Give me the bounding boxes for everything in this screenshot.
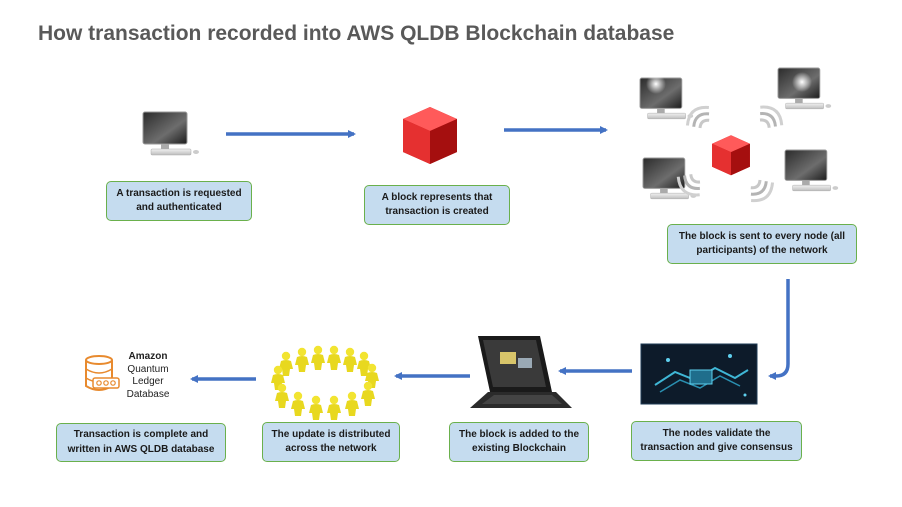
step-2-line1: A block represents that (381, 191, 493, 203)
step-1-line2: and authenticated (136, 202, 222, 213)
step-5-line1: The block is added to the (458, 428, 579, 440)
step-5-line2: existing Blockchain (472, 443, 566, 454)
step-3-line2: participants) of the network (696, 245, 828, 256)
step-1-line1: A transaction is requested (116, 187, 242, 199)
step-7-line2: written in AWS QLDB database (67, 443, 215, 455)
step-3-line1: The block is sent to every node (all (678, 230, 846, 242)
step-4-line2: transaction and give consensus (640, 442, 793, 453)
qldb-line3: Database (126, 388, 170, 400)
node-validation-icon (640, 343, 758, 405)
step-2-box: A block represents that transaction is cr… (364, 185, 510, 225)
step-7-box: Transaction is complete and written in AW… (56, 423, 226, 462)
step-7-line1: Transaction is complete and (73, 429, 209, 440)
qldb-database-icon (85, 355, 120, 391)
step-4-line1: The nodes validate the (662, 427, 771, 439)
computer-icon (142, 111, 200, 156)
flow-arrows (190, 126, 790, 383)
step-1-box: A transaction is requested and authentica… (106, 181, 252, 221)
page-title: How transaction recorded into AWS QLDB B… (38, 22, 675, 45)
red-cube-icon (403, 107, 457, 164)
qldb-logo-text: Amazon Quantum Ledger Database (120, 351, 176, 401)
people-circle-icon (271, 345, 379, 420)
network-nodes-icon (639, 67, 839, 208)
qldb-line1: Quantum (127, 363, 169, 375)
arrow-3-to-4 (768, 279, 790, 380)
step-3-box: The block is sent to every node (all part… (667, 224, 857, 264)
qldb-line2: Ledger (132, 376, 164, 387)
step-2-line2: transaction is created (385, 206, 489, 217)
step-5-box: The block is added to the existing Blockc… (449, 422, 589, 462)
step-6-line1: The update is distributed (271, 428, 391, 440)
laptop-blockchain-icon (470, 336, 572, 408)
step-6-line2: across the network (285, 443, 377, 454)
step-4-box: The nodes validate the transaction and gi… (631, 421, 802, 461)
step-6-box: The update is distributed across the netw… (262, 422, 400, 462)
qldb-brand: Amazon (128, 351, 168, 362)
